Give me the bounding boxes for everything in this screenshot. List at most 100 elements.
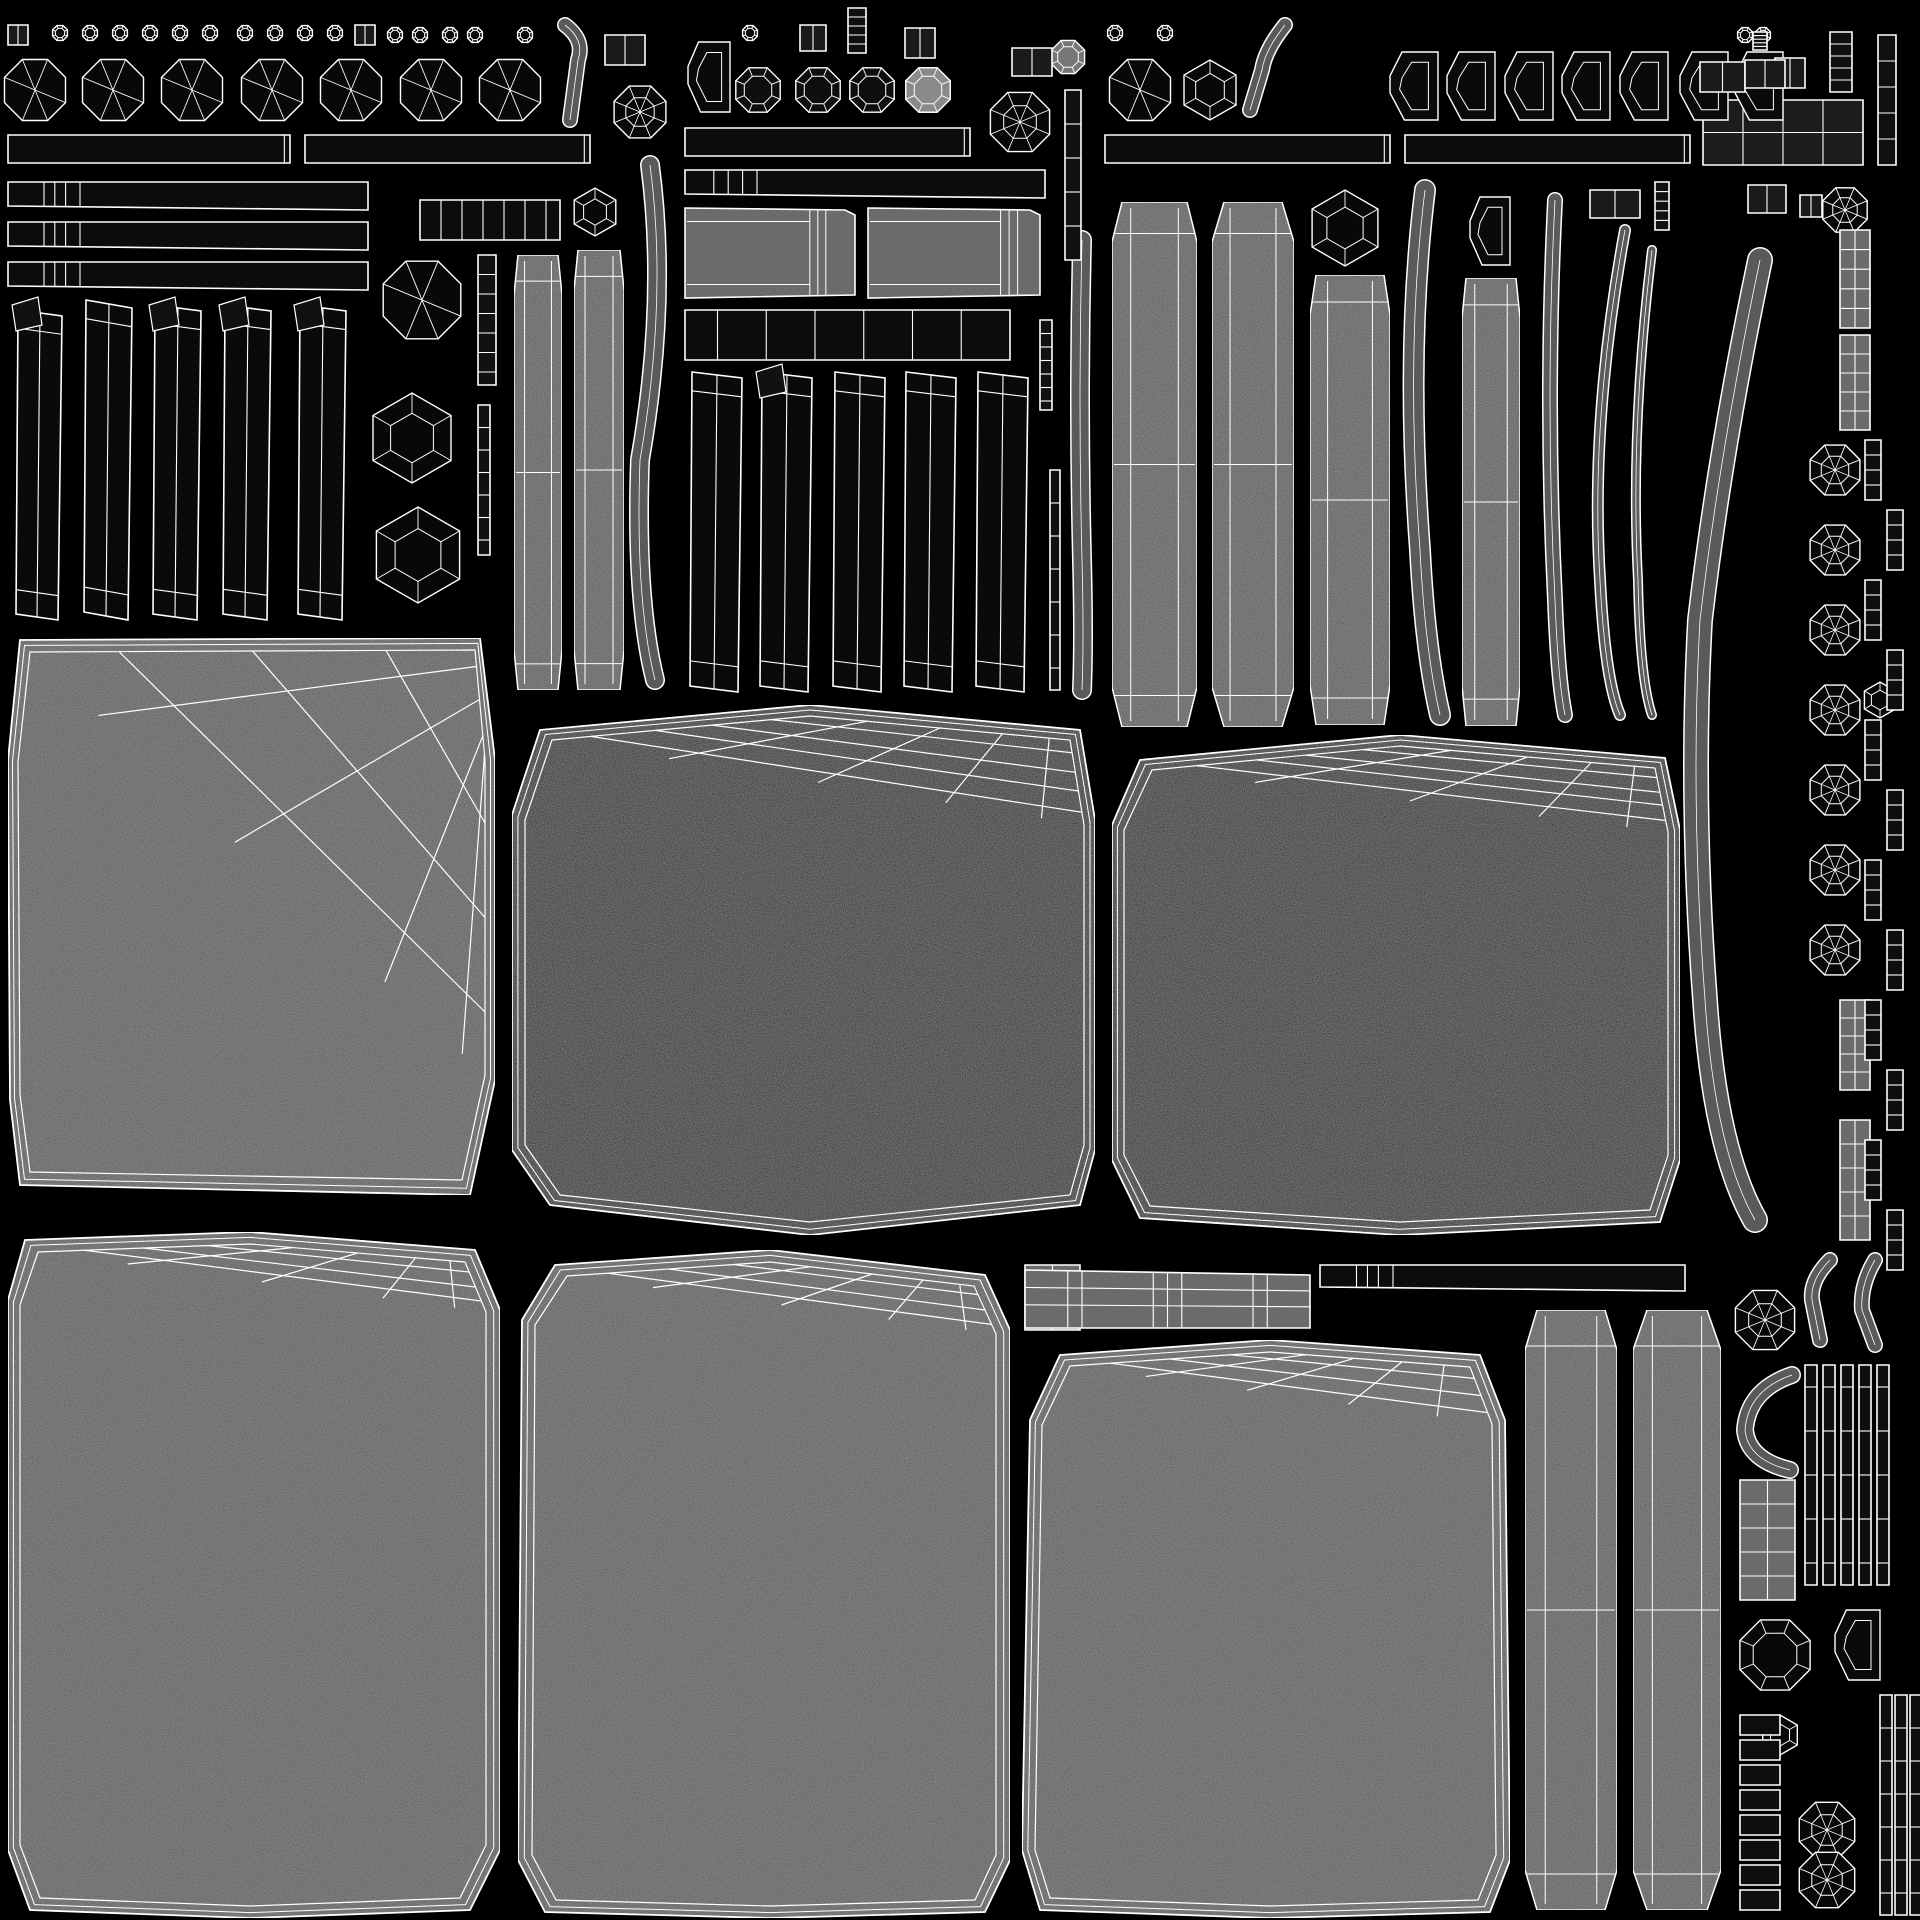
uv-island-tiny-block-105 xyxy=(1744,59,1786,89)
uv-island-side-panel-13 xyxy=(1524,1309,1618,1911)
uv-island-bar-32 xyxy=(7,134,291,164)
uv-island-curved-strip-16 xyxy=(1402,179,1451,726)
uv-island-bar-36 xyxy=(1404,134,1691,164)
uv-island-curved-strip-169 xyxy=(1242,17,1293,118)
uv-island-octagon-96 xyxy=(1050,39,1086,75)
uv-island-octagon-116 xyxy=(266,24,284,42)
uv-island-octagon-95 xyxy=(905,67,951,113)
uv-island-mini-block-139 xyxy=(1739,1479,1796,1601)
uv-island-octagon-126 xyxy=(1156,24,1174,42)
uv-island-post-173 xyxy=(477,254,497,386)
uv-island-tiny-block-108 xyxy=(1799,194,1823,218)
uv-island-strip-31 xyxy=(975,371,1029,693)
uv-island-octagon-51 xyxy=(3,58,67,122)
uv-island-leg-cap-178 xyxy=(148,296,180,332)
uv-island-octagon-61 xyxy=(1809,444,1861,496)
uv-island-row-strip-42 xyxy=(419,199,561,241)
uv-island-octagon-125 xyxy=(1106,24,1124,42)
uv-island-curved-strip-171 xyxy=(1853,1252,1883,1353)
uv-island-strip-27 xyxy=(689,371,743,693)
uv-island-stack-block-163 xyxy=(1739,1864,1781,1886)
uv-island-right-ticks-156 xyxy=(1876,1364,1890,1586)
uv-island-tiny-block-99 xyxy=(799,24,827,52)
uv-island-octagon-119 xyxy=(386,26,404,44)
uv-island-hexagon-79 xyxy=(372,392,452,484)
uv-island-stack-block-157 xyxy=(1739,1714,1781,1736)
uv-island-hexagon-80 xyxy=(375,506,461,604)
uv-island-right-ticks-141 xyxy=(1886,509,1904,571)
uv-island-block-lines-47 xyxy=(687,210,827,296)
uv-island-hexagon-74 xyxy=(1183,59,1237,121)
uv-island-side-panel-10 xyxy=(1461,277,1521,727)
uv-island-tiny-block-102 xyxy=(1011,47,1053,77)
uv-island-vertical-strip-134 xyxy=(1752,31,1768,51)
uv-island-strip-28 xyxy=(759,371,813,693)
uv-island-octagon-58 xyxy=(1108,58,1172,122)
uv-island-stack-block-159 xyxy=(1739,1764,1781,1786)
uv-island-leg-cap-180 xyxy=(293,296,325,332)
uv-island-right-ticks-166 xyxy=(1894,1694,1908,1916)
uv-island-leg-cap-177 xyxy=(11,296,43,332)
uv-island-side-panel-9 xyxy=(1309,274,1391,726)
uv-island-tiny-block-98 xyxy=(354,24,376,46)
uv-island-octagon-70 xyxy=(1798,1801,1856,1859)
uv-island-cushion-6 xyxy=(1021,1339,1511,1919)
uv-island-octagon-120 xyxy=(411,26,429,44)
uv-island-tiny-block-101 xyxy=(604,34,646,66)
uv-island-block-lines-48 xyxy=(870,210,1019,296)
uv-island-octagon-68 xyxy=(1734,1289,1796,1351)
uv-island-octagon-60 xyxy=(989,91,1051,153)
uv-island-side-panel-12 xyxy=(573,249,625,691)
uv-island-octagon-117 xyxy=(296,24,314,42)
uv-island-right-ticks-167 xyxy=(1909,1694,1920,1916)
uv-island-octagon-63 xyxy=(1809,604,1861,656)
uv-island-curved-strip-20 xyxy=(1683,247,1773,1233)
uv-island-octagon-65 xyxy=(1809,764,1861,816)
uv-island-shield-88 xyxy=(687,41,731,113)
uv-island-row-strip-43 xyxy=(684,309,1011,361)
uv-island-vertical-strip-129 xyxy=(847,7,867,54)
uv-island-side-panel-11 xyxy=(513,254,563,691)
uv-island-bar-37 xyxy=(7,181,369,211)
uv-island-octagon-71 xyxy=(1798,1851,1856,1909)
uv-island-vertical-strip-133 xyxy=(1654,181,1670,231)
uv-island-cushion-3 xyxy=(1111,734,1681,1236)
uv-island-cushion-5 xyxy=(517,1249,1011,1919)
uv-island-shield-83 xyxy=(1504,51,1554,121)
uv-island-mini-block-136 xyxy=(1839,334,1871,431)
uv-island-tiny-block-104 xyxy=(1699,61,1746,93)
uv-island-right-ticks-148 xyxy=(1864,999,1882,1061)
uv-island-hexagon-76 xyxy=(573,187,617,237)
uv-island-octagon-115 xyxy=(236,24,254,42)
uv-island-octagon-53 xyxy=(160,58,224,122)
uv-island-mini-block-138 xyxy=(1839,1119,1871,1241)
uv-island-mini-block-135 xyxy=(1839,229,1871,329)
uv-island-stack-block-164 xyxy=(1739,1889,1781,1911)
uv-island-octagon-112 xyxy=(141,24,159,42)
uv-island-right-ticks-155 xyxy=(1858,1364,1872,1586)
uv-island-bar-33 xyxy=(304,134,591,164)
uv-island-octagon-62 xyxy=(1809,524,1861,576)
uv-island-octagon-66 xyxy=(1809,844,1861,896)
uv-island-strip-22 xyxy=(15,309,63,621)
uv-island-right-ticks-153 xyxy=(1822,1364,1836,1586)
uv-island-right-ticks-144 xyxy=(1864,719,1882,781)
uv-island-octagon-67 xyxy=(1809,924,1861,976)
uv-island-octagon-93 xyxy=(849,67,895,113)
uv-island-right-ticks-150 xyxy=(1864,1139,1882,1201)
uv-island-octagon-111 xyxy=(111,24,129,42)
uv-island-post-174 xyxy=(477,404,491,556)
uv-island-block-46 xyxy=(867,207,1041,299)
uv-island-connector-50 xyxy=(1024,1269,1311,1329)
uv-island-curved-strip-168 xyxy=(557,17,588,128)
uv-island-block-45 xyxy=(684,207,856,299)
uv-island-tiny-block-107 xyxy=(1747,184,1787,214)
uv-island-octagon-118 xyxy=(326,24,344,42)
uv-island-cushion-1 xyxy=(7,637,496,1196)
uv-island-curved-strip-21 xyxy=(1070,230,1093,700)
uv-island-strip-25 xyxy=(222,304,272,621)
uv-island-curved-strip-19 xyxy=(1630,245,1657,720)
uv-island-octagon-113 xyxy=(171,24,189,42)
uv-island-bar-40 xyxy=(684,169,1046,199)
uv-island-tiny-block-100 xyxy=(904,27,936,59)
